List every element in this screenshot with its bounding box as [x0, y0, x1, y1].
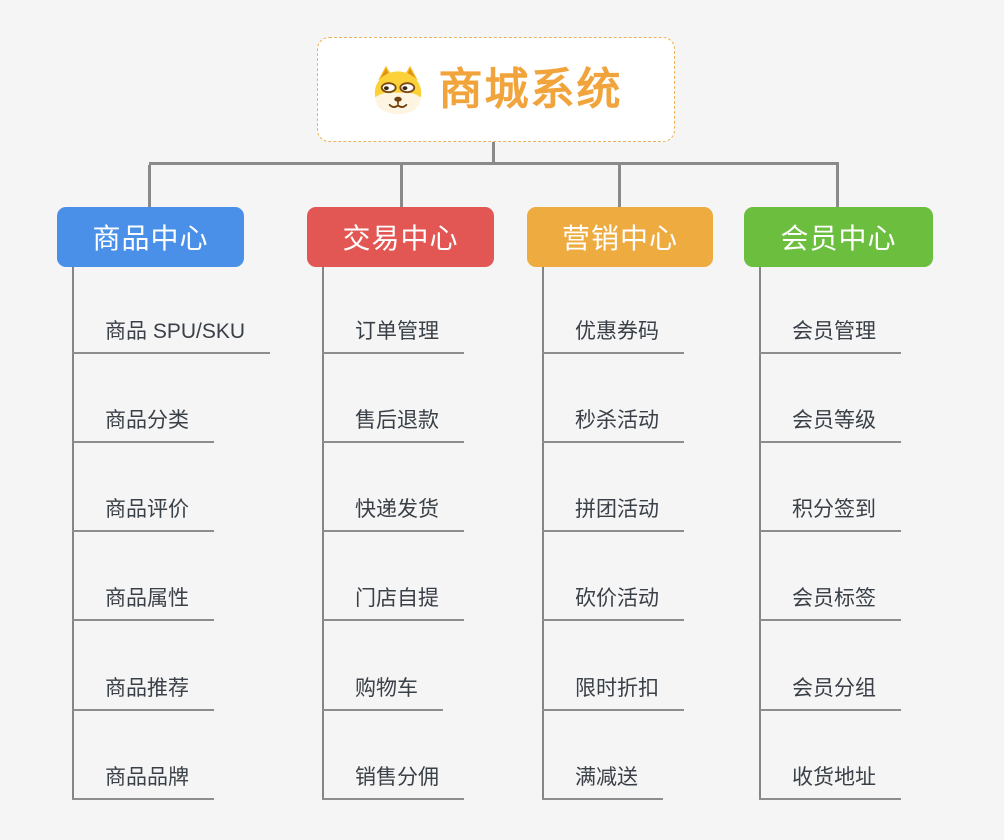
shiba-dog-icon — [370, 64, 426, 116]
topic-item[interactable]: 商品评价 — [72, 492, 214, 532]
topic-item[interactable]: 商品推荐 — [72, 671, 214, 711]
topic-item[interactable]: 会员标签 — [759, 581, 901, 621]
topic-item[interactable]: 商品分类 — [72, 403, 214, 443]
connector-branch-drop — [836, 165, 839, 207]
topic-item[interactable]: 门店自提 — [322, 581, 464, 621]
branch-trade-center[interactable]: 交易中心 — [307, 207, 494, 267]
connector-branch-drop — [400, 165, 403, 207]
column-spine — [72, 267, 74, 800]
topic-item[interactable]: 收货地址 — [759, 760, 901, 800]
branch-product-center[interactable]: 商品中心 — [57, 207, 244, 267]
topic-item[interactable]: 商品属性 — [72, 581, 214, 621]
column-spine — [542, 267, 544, 800]
topic-item[interactable]: 砍价活动 — [542, 581, 684, 621]
branch-marketing-center[interactable]: 营销中心 — [527, 207, 713, 267]
topic-item[interactable]: 满减送 — [542, 760, 663, 800]
topic-item[interactable]: 售后退款 — [322, 403, 464, 443]
topic-item[interactable]: 优惠券码 — [542, 314, 684, 354]
topic-item[interactable]: 会员管理 — [759, 314, 901, 354]
topic-item[interactable]: 限时折扣 — [542, 671, 684, 711]
column-spine — [322, 267, 324, 800]
connector-root-drop — [492, 142, 495, 165]
column-spine — [759, 267, 761, 800]
topic-item[interactable]: 商品 SPU/SKU — [72, 314, 271, 354]
topic-item[interactable]: 会员分组 — [759, 671, 901, 711]
topic-item[interactable]: 购物车 — [322, 671, 443, 711]
root-node[interactable]: 商城系统 — [317, 37, 675, 142]
topic-item[interactable]: 拼团活动 — [542, 492, 684, 532]
connector-branch-drop — [618, 165, 621, 207]
topic-item[interactable]: 会员等级 — [759, 403, 901, 443]
topic-item[interactable]: 快递发货 — [322, 492, 464, 532]
topic-item[interactable]: 销售分佣 — [322, 760, 464, 800]
topic-item[interactable]: 秒杀活动 — [542, 403, 684, 443]
root-title: 商城系统 — [438, 64, 623, 114]
connector-branch-drop — [148, 165, 151, 207]
topic-item[interactable]: 商品品牌 — [72, 760, 214, 800]
topic-item[interactable]: 积分签到 — [759, 492, 901, 532]
connector-bus — [149, 162, 839, 165]
topic-item[interactable]: 订单管理 — [322, 314, 464, 354]
branch-member-center[interactable]: 会员中心 — [744, 207, 933, 267]
